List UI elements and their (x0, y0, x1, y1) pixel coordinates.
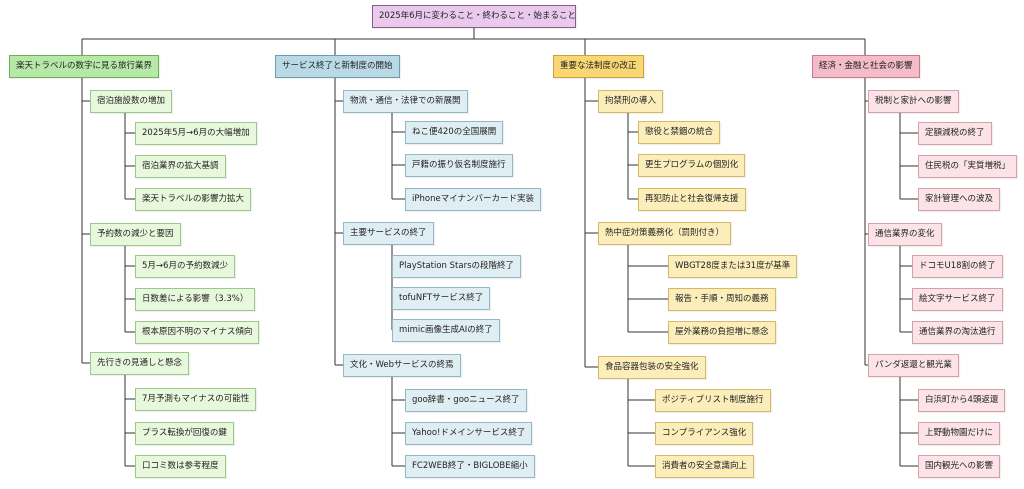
g3-sub-2-item-2: 報告・手順・周知の義務 (668, 288, 776, 311)
g3-sub-2: 熱中症対策義務化（罰則付き） (598, 222, 732, 245)
g1-sub-1-item-2: 宿泊業界の拡大基調 (135, 155, 226, 178)
g4-sub-2-item-3: 通信業界の淘汰進行 (912, 321, 1003, 344)
g1-sub-3-item-2: プラス転換が回復の鍵 (135, 422, 234, 445)
g1-sub-1-item-1: 2025年5月→6月の大幅増加 (135, 122, 257, 145)
g4-sub-1-item-3: 家計管理への波及 (918, 188, 1001, 211)
group-3-node: 重要な法制度の改正 (553, 55, 644, 78)
g1-sub-1-item-3: 楽天トラベルの影響力拡大 (135, 188, 252, 211)
g4-sub-2-item-2: 絵文字サービス終了 (912, 288, 1003, 311)
g4-sub-3: パンダ返還と観光業 (868, 354, 959, 377)
g1-sub-2-item-3: 根本原因不明のマイナス傾向 (135, 321, 260, 344)
g3-sub-3-item-2: コンプライアンス強化 (655, 422, 754, 445)
g2-sub-1: 物流・通信・法律での新展開 (343, 90, 468, 113)
g3-sub-3-item-3: 消費者の安全意識向上 (655, 455, 755, 478)
g2-sub-3-item-1: goo辞書・gooニュース終了 (405, 389, 527, 412)
root-node: 2025年6月に変わること・終わること・始まること (372, 5, 576, 28)
g4-sub-1-item-1: 定額減税の終了 (918, 122, 992, 145)
g3-sub-1-item-3: 再犯防止と社会復帰支援 (638, 188, 746, 211)
g4-sub-3-item-3: 国内観光への影響 (918, 455, 1001, 478)
g1-sub-3-item-3: 口コミ数は参考程度 (135, 455, 226, 478)
g2-sub-2-item-2: tofuNFTサービス終了 (392, 287, 491, 310)
g3-sub-3: 食品容器包装の安全強化 (598, 356, 706, 379)
g4-sub-2-item-1: ドコモU18割の終了 (912, 255, 1003, 278)
group-2-node: サービス終了と新制度の開始 (275, 55, 400, 78)
g3-sub-3-item-1: ポジティブリスト制度施行 (655, 389, 771, 412)
g1-sub-3-item-1: 7月予測もマイナスの可能性 (135, 388, 257, 411)
g3-sub-1-item-2: 更生プログラムの個別化 (638, 154, 746, 177)
g3-sub-1: 拘禁刑の導入 (598, 90, 664, 113)
g1-sub-2-item-2: 日数差による影響（3.3%） (135, 288, 256, 311)
g2-sub-3: 文化・Webサービスの終焉 (343, 354, 461, 377)
g4-sub-1: 税制と家計への影響 (868, 90, 959, 113)
group-1-node: 楽天トラベルの数字に見る旅行業界 (9, 55, 160, 78)
g4-sub-2: 通信業界の変化 (868, 223, 942, 246)
g1-sub-1: 宿泊施設数の増加 (90, 90, 173, 113)
g4-sub-1-item-2: 住民税の「実質増税」 (918, 155, 1018, 178)
g2-sub-2: 主要サービスの終了 (343, 222, 434, 245)
g2-sub-2-item-3: mimic画像生成AIの終了 (392, 319, 500, 342)
g1-sub-2: 予約数の減少と要因 (90, 223, 181, 246)
g3-sub-2-item-3: 屋外業務の負担増に懸念 (668, 321, 776, 344)
g2-sub-2-item-1: PlayStation Starsの段階終了 (392, 255, 522, 278)
g2-sub-3-item-3: FC2WEB終了・BIGLOBE縮小 (405, 455, 535, 478)
g2-sub-1-item-1: ねこ便420の全国展開 (405, 121, 504, 144)
g1-sub-2-item-1: 5月→6月の予約数減少 (135, 255, 235, 278)
g2-sub-3-item-2: Yahoo!ドメインサービス終了 (405, 422, 533, 445)
g3-sub-2-item-1: WBGT28度または31度が基準 (668, 255, 798, 278)
g4-sub-3-item-2: 上野動物園だけに (918, 422, 1001, 445)
g3-sub-1-item-1: 懲役と禁錮の統合 (638, 121, 721, 144)
g2-sub-1-item-2: 戸籍の振り仮名制度施行 (405, 154, 513, 177)
g1-sub-3: 先行きの見通しと懸念 (90, 352, 190, 375)
g4-sub-3-item-1: 白浜町から4頭返還 (918, 389, 1006, 412)
group-4-node: 経済・金融と社会の影響 (812, 55, 920, 78)
g2-sub-1-item-3: iPhoneマイナンバーカード実装 (405, 188, 542, 211)
